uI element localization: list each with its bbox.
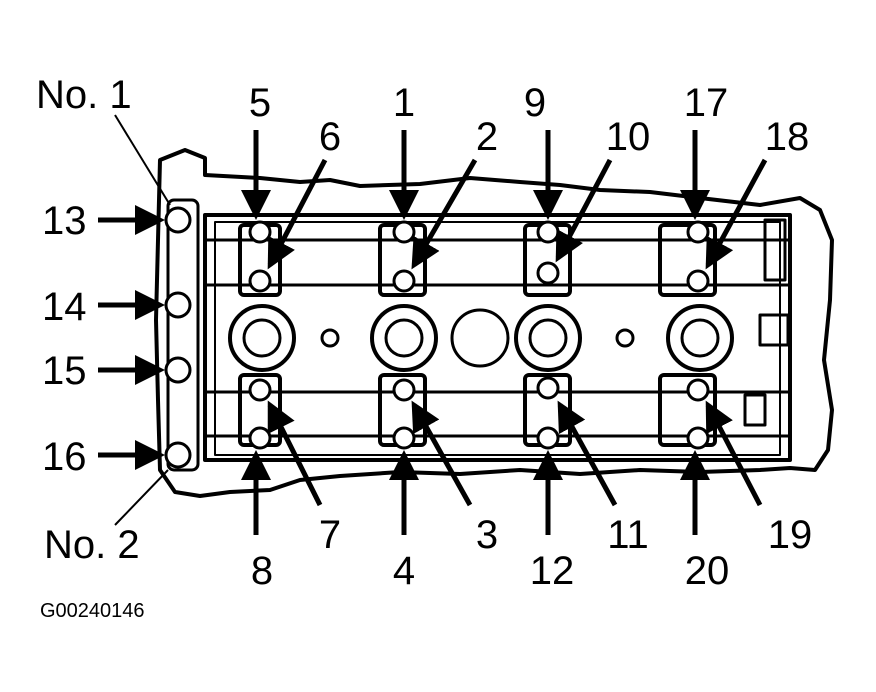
bolt-label-15: 15 [42,349,87,393]
bolt-label-9: 9 [524,81,546,125]
bolt-label-3: 3 [476,513,498,557]
bolt-label-10: 10 [606,115,651,159]
bolt-2 [392,269,416,293]
bolt-7 [248,378,272,402]
bolt-label-19: 19 [768,513,813,557]
bolt-15 [164,356,192,384]
bolt-20 [686,426,710,450]
no1-label: No. 1 [36,73,132,117]
bolt-label-11: 11 [607,513,649,557]
bolt-9 [536,220,560,244]
bolt-11 [536,376,560,400]
bolt-8 [248,426,272,450]
bolt-label-1: 1 [393,81,415,125]
bolt-18 [686,269,710,293]
bolt-19 [686,378,710,402]
bolt-label-8: 8 [251,549,273,593]
bolt-13 [164,206,192,234]
bolt-17 [686,220,710,244]
bolt-label-6: 6 [319,115,341,159]
bolt-4 [392,426,416,450]
bolt-5 [248,220,272,244]
leader-arrows [98,130,768,535]
bolt-1 [392,220,416,244]
figure-code: G00240146 [40,600,145,622]
bolt-label-17: 17 [684,81,729,125]
bolt-label-2: 2 [476,115,498,159]
bolt-label-20: 20 [685,549,730,593]
bolt-label-16: 16 [42,435,87,479]
bolt-3 [392,378,416,402]
bolt-6 [248,269,272,293]
bolt-14 [164,291,192,319]
callout-lines [114,114,171,526]
bolt-label-7: 7 [319,513,341,557]
bolt-label-5: 5 [249,81,271,125]
bolt-label-18: 18 [765,115,810,159]
bolt-16 [164,441,192,469]
bolt-label-12: 12 [530,549,575,593]
bolt-label-14: 14 [42,285,87,329]
bolt-10 [536,261,560,285]
bolt-heads [164,206,710,469]
bolt-label-13: 13 [42,199,87,243]
no2-label: No. 2 [44,523,140,567]
bolt-label-4: 4 [393,549,415,593]
bolt-12 [536,426,560,450]
